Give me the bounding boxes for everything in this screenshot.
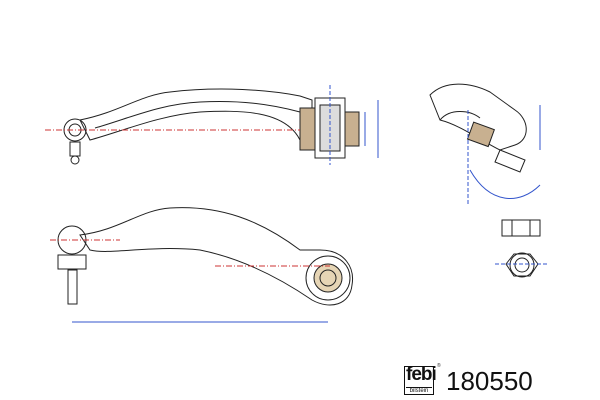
arm-top-view xyxy=(50,207,354,323)
arm-side-view xyxy=(45,85,379,165)
arm-perspective-view xyxy=(429,83,541,205)
part-number: 180550 xyxy=(446,366,533,396)
febi-bilstein-logo: febi bilstein xyxy=(404,364,437,395)
registered-mark: ® xyxy=(437,363,441,369)
nut-views xyxy=(495,219,548,278)
